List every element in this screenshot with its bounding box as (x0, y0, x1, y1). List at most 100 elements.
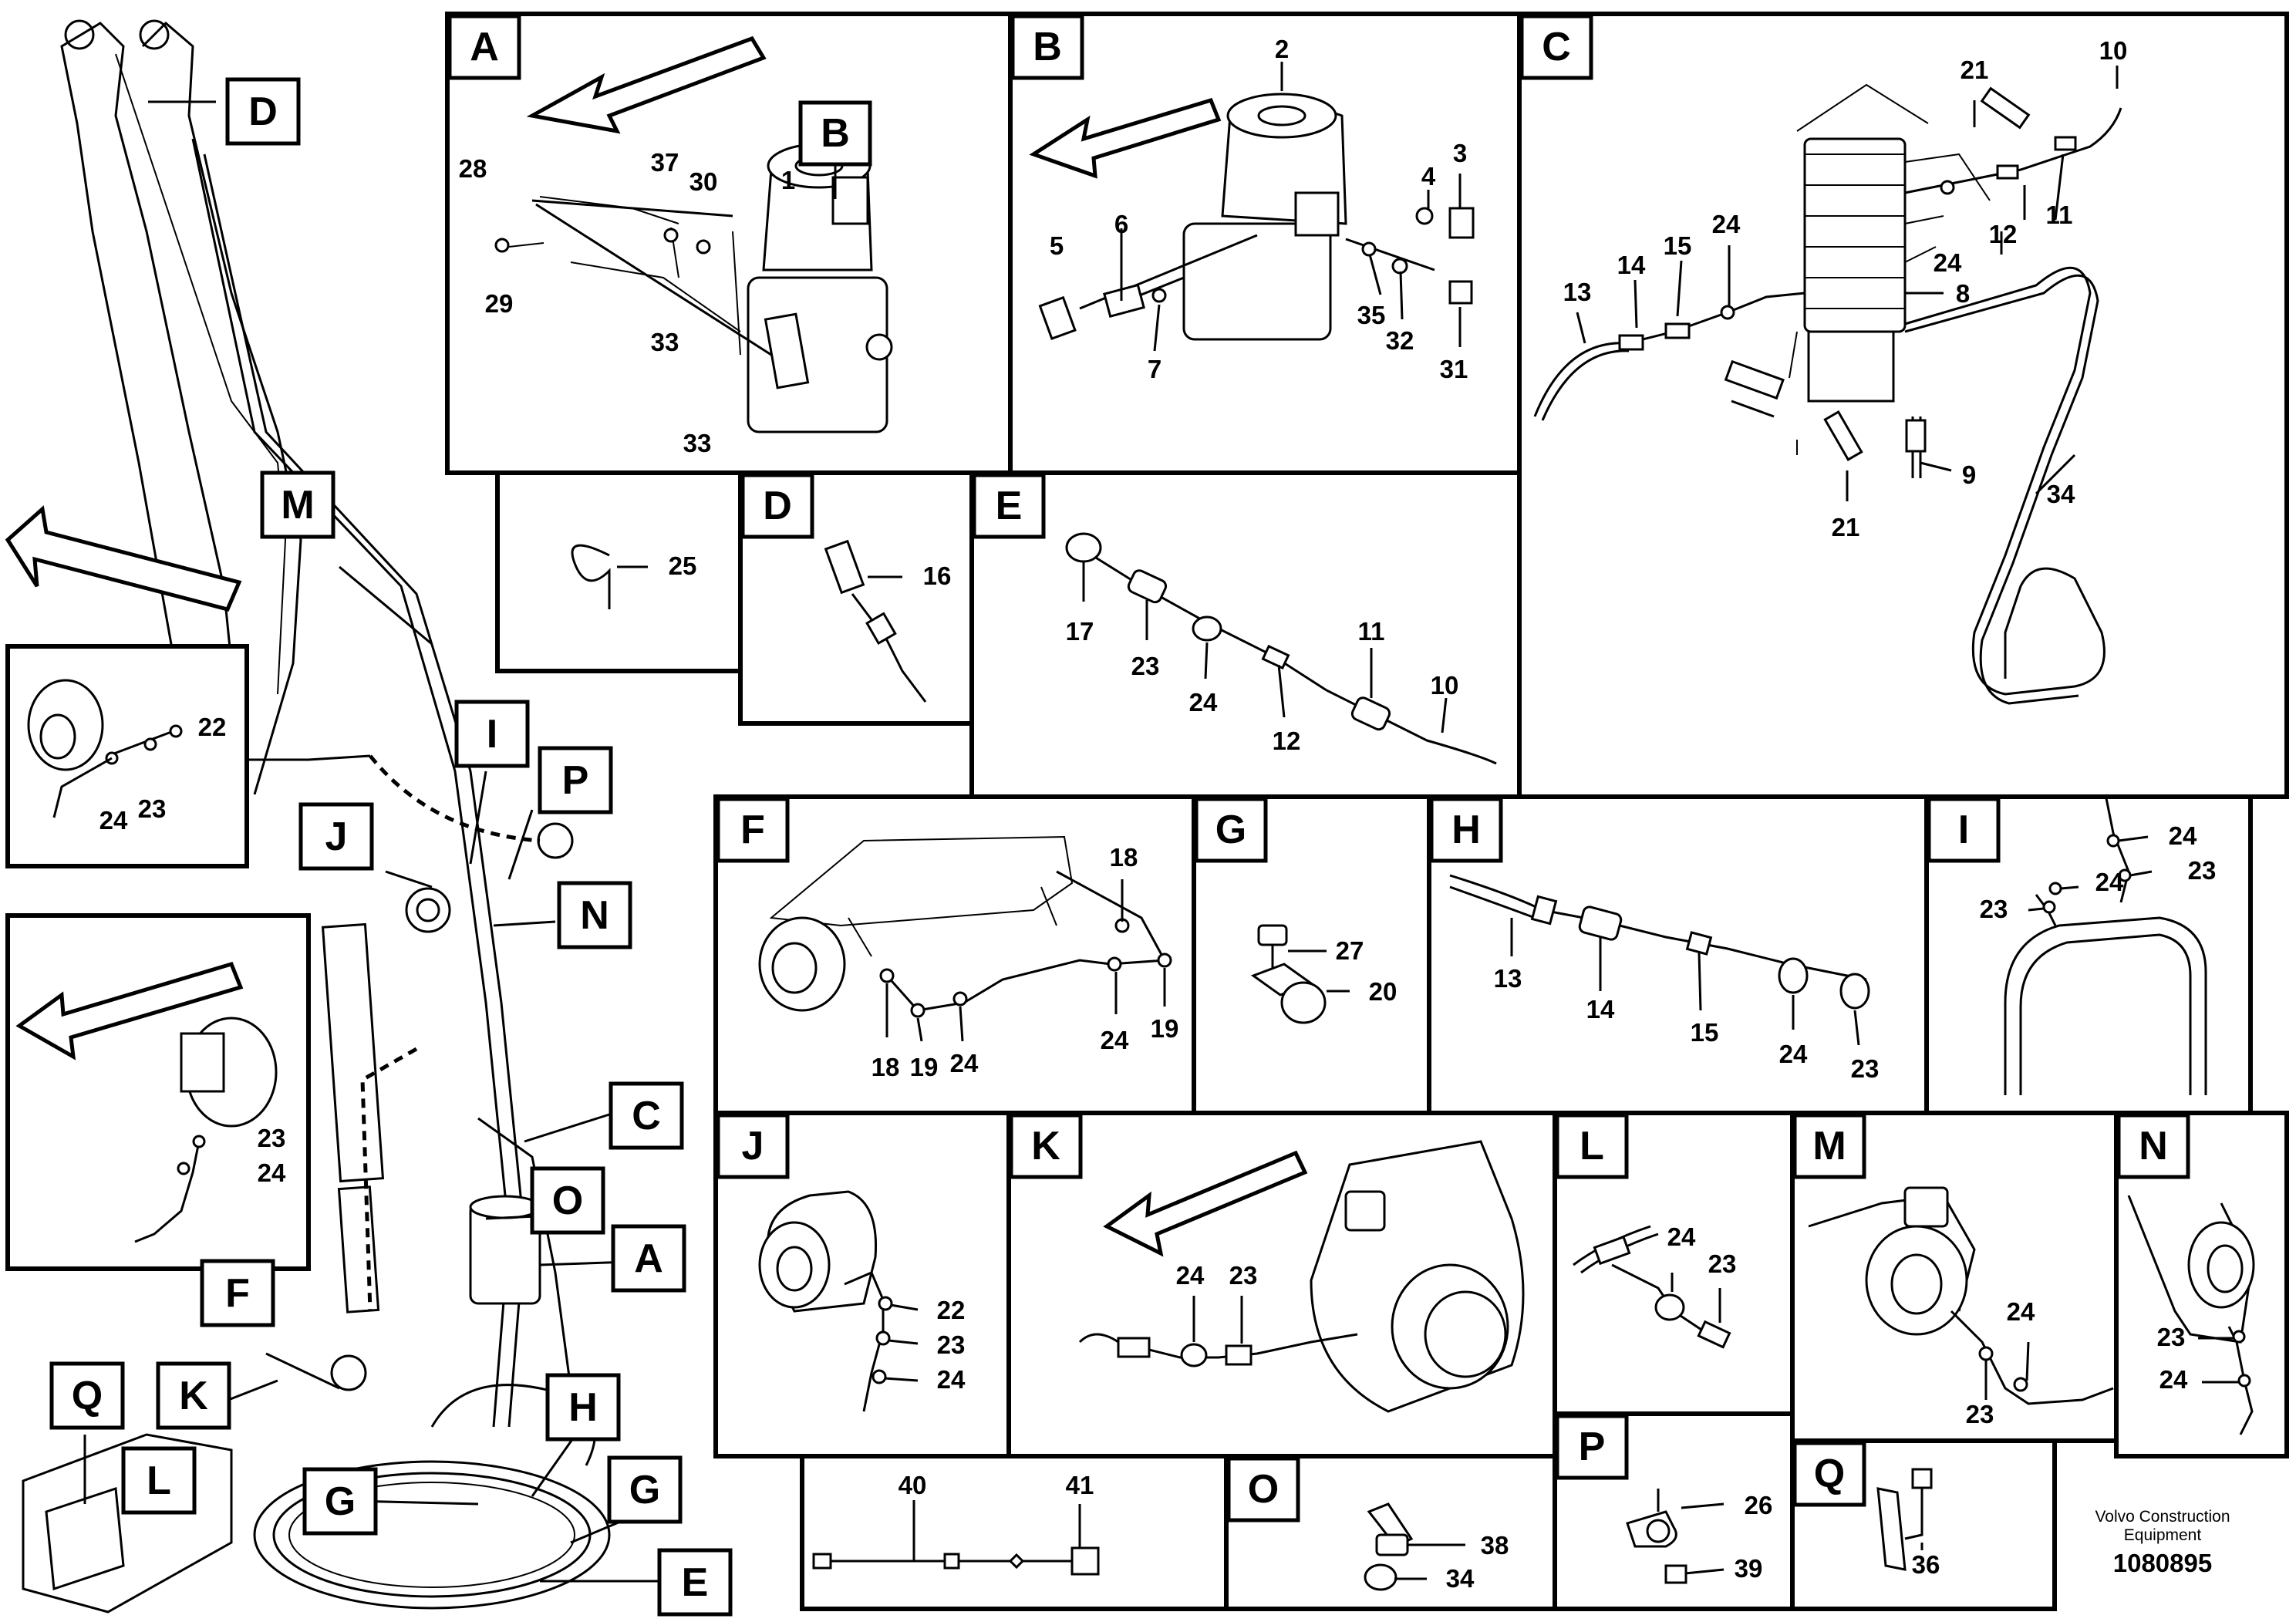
callout: 23 (2157, 1323, 2186, 1351)
callout: 9 (1962, 460, 1976, 489)
callout: 24 (2169, 821, 2197, 850)
callout: 14 (1617, 251, 1646, 279)
svg-text:K: K (179, 1374, 208, 1418)
callout: 3 (1453, 139, 1467, 167)
svg-text:A: A (634, 1236, 663, 1281)
panel-h: H 13 14 15 24 23 (1427, 794, 1929, 1115)
tag-a[interactable]: A (611, 1224, 686, 1293)
callout: 35 (1357, 301, 1386, 329)
svg-text:P: P (562, 758, 589, 803)
svg-text:P: P (1579, 1425, 1606, 1469)
tag-j[interactable]: J (298, 802, 374, 871)
tag-f[interactable]: F (200, 1259, 275, 1327)
overview-inset-upper: 22 24 23 (5, 644, 371, 868)
svg-text:G: G (1215, 808, 1246, 852)
callout: 24 (1712, 210, 1741, 238)
svg-text:N: N (2139, 1124, 2168, 1168)
panel-n: N 23 24 (2114, 1111, 2289, 1458)
callout: 26 (1745, 1491, 1773, 1519)
panel-b-label: B (1010, 14, 1084, 80)
panel-c-label: C (1519, 14, 1593, 80)
svg-text:Q: Q (1814, 1452, 1845, 1496)
tag-d[interactable]: D (225, 77, 301, 146)
panel-f: F 18 18 19 24 24 19 (713, 794, 1196, 1115)
callout: 1 (781, 166, 795, 194)
callout: 13 (1494, 964, 1522, 993)
callout: 23 (1229, 1261, 1258, 1290)
panel-p: P 26 39 (1553, 1411, 1795, 1611)
panel-q: Q 36 (1790, 1438, 2057, 1611)
callout: 24 (1189, 688, 1218, 717)
callout: 17 (1066, 617, 1094, 646)
panel-o: O 38 34 (1224, 1454, 1557, 1611)
footer-brand-line1: Volvo Construction (2095, 1508, 2230, 1526)
callout: 23 (2188, 856, 2217, 885)
callout: 24 (950, 1049, 979, 1077)
tag-h[interactable]: H (545, 1373, 621, 1442)
callout: 40 (899, 1471, 927, 1499)
callout: 36 (1912, 1550, 1940, 1579)
tag-m[interactable]: M (260, 470, 335, 539)
callout: 23 (1131, 652, 1160, 680)
callout: 20 (1369, 977, 1397, 1006)
tag-g[interactable]: G (302, 1467, 378, 1536)
tag-l[interactable]: L (121, 1446, 197, 1515)
machine-overview (5, 19, 611, 1614)
svg-text:Q: Q (72, 1374, 103, 1418)
callout: 19 (910, 1053, 939, 1081)
panel-e-label: E (972, 473, 1046, 539)
callout: 25 (669, 551, 697, 580)
svg-text:J: J (742, 1124, 764, 1168)
tag-n[interactable]: N (557, 881, 632, 949)
tag-k[interactable]: K (156, 1361, 231, 1430)
callout: 23 (1966, 1400, 1994, 1428)
panel-j-label: J (716, 1113, 790, 1179)
callout: 24 (2007, 1297, 2035, 1326)
svg-text:L: L (147, 1458, 171, 1503)
tag-p[interactable]: P (538, 746, 613, 814)
svg-text:F: F (225, 1271, 250, 1316)
callout: 2 (1275, 35, 1289, 63)
callout: 31 (1440, 355, 1468, 383)
overview-inset-lower: 23 24 (5, 913, 311, 1271)
tag-g[interactable]: G (607, 1455, 683, 1524)
callout: 23 (937, 1330, 966, 1359)
panel-p-label: P (1555, 1414, 1629, 1480)
callout: 11 (2046, 201, 2073, 229)
callout: 16 (923, 561, 952, 590)
tag-i[interactable]: I (454, 700, 530, 768)
svg-text:O: O (552, 1179, 583, 1223)
callout: 24 (1176, 1261, 1205, 1290)
callout: 12 (1273, 727, 1301, 755)
callout: 11 (1358, 617, 1385, 646)
tag-c[interactable]: C (609, 1081, 684, 1150)
callout: 23 (1980, 895, 2008, 923)
callout: 29 (485, 289, 514, 318)
panel-f-label: F (716, 797, 790, 863)
tag-q[interactable]: Q (49, 1361, 125, 1430)
panel-l: L 24 23 (1553, 1111, 1795, 1416)
callout: 33 (683, 429, 712, 457)
svg-text:M: M (281, 483, 314, 528)
tag-e[interactable]: E (657, 1548, 733, 1617)
panel-b: B 2 3 4 6 5 7 35 32 31 (1008, 12, 1522, 475)
panel-m: M 24 23 (1790, 1111, 2119, 1443)
callout: 23 (1708, 1249, 1737, 1278)
tag-o[interactable]: O (530, 1166, 605, 1235)
panel-d-label: D (740, 473, 814, 539)
panel-g-label: G (1194, 797, 1268, 863)
panel-k-label: K (1009, 1113, 1083, 1179)
callout: 19 (1151, 1014, 1179, 1043)
panel-g: G 27 20 (1192, 794, 1431, 1115)
callout: 39 (1735, 1554, 1763, 1583)
footer-diagram-code: 1080895 (2113, 1549, 2212, 1577)
svg-text:E: E (682, 1560, 709, 1605)
panel-k: K 24 23 (1006, 1111, 1557, 1458)
panel-e: E 17 23 24 12 11 10 (969, 470, 1522, 799)
svg-text:L: L (1580, 1124, 1604, 1168)
svg-text:A: A (470, 25, 499, 69)
callout: 14 (1586, 995, 1615, 1023)
svg-text:I: I (487, 712, 497, 757)
panel-i: I 24 24 23 23 (1924, 794, 2253, 1115)
callout: 33 (651, 328, 679, 356)
